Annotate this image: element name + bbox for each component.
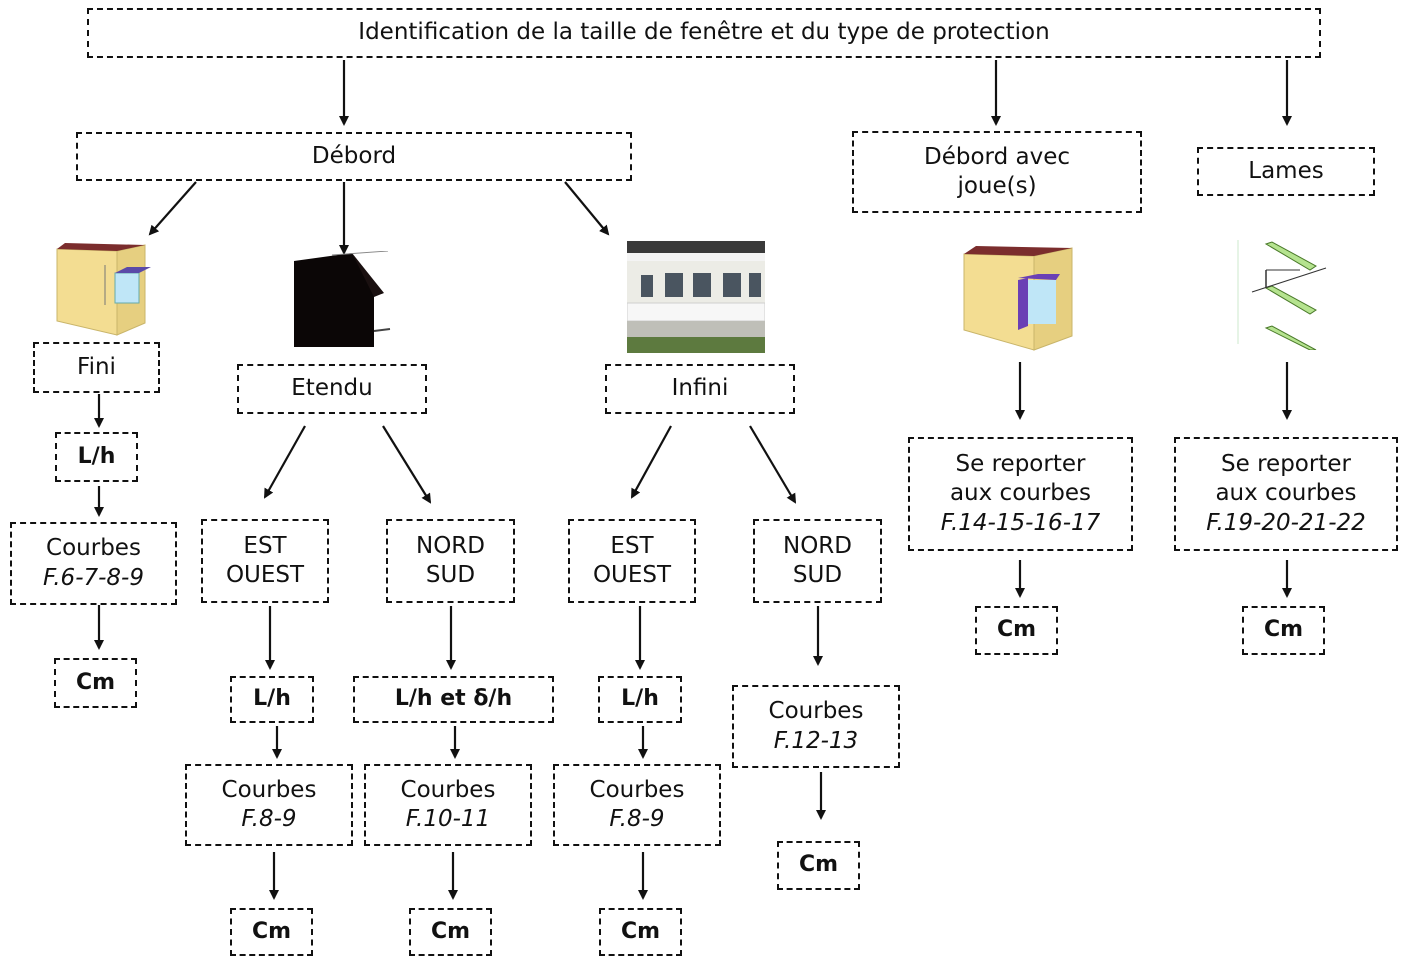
fini-courbes-label: Courbes bbox=[46, 535, 141, 562]
infini-nord-sud-result: Cm bbox=[798, 852, 839, 878]
etendu-est-ouest-courbes-ref: F.8-9 bbox=[241, 806, 297, 832]
fini-param: L/h bbox=[77, 443, 116, 469]
fini-overhang-illustration bbox=[56, 243, 151, 336]
lames-illustration bbox=[1237, 240, 1327, 350]
etendu-nord-sud-courbes-box: Courbes F.10-11 bbox=[364, 764, 532, 846]
fini-param-box: L/h bbox=[55, 432, 138, 482]
lames-box: Lames bbox=[1197, 147, 1375, 196]
lames-reporter-line1: Se reporter bbox=[1221, 450, 1351, 477]
fini-label: Fini bbox=[77, 353, 116, 380]
infini-est-ouest-box: EST OUEST bbox=[568, 519, 696, 603]
infini-nord-sud-result-box: Cm bbox=[777, 841, 860, 890]
infini-label: Infini bbox=[671, 375, 729, 402]
infini-est-ouest-param: L/h bbox=[621, 686, 659, 712]
etendu-label: Etendu bbox=[291, 375, 373, 402]
debord-joue-label-line1: Débord avec bbox=[924, 143, 1070, 170]
etendu-nord-sud-result-box: Cm bbox=[409, 908, 492, 956]
infini-est-ouest-courbes-ref: F.8-9 bbox=[609, 806, 665, 832]
infini-nord-sud-courbes-label: Courbes bbox=[768, 698, 864, 725]
infini-nord-label: NORD bbox=[783, 532, 852, 559]
lames-reporter-box: Se reporter aux courbes F.19-20-21-22 bbox=[1174, 437, 1398, 551]
etendu-est-ouest-courbes-label: Courbes bbox=[221, 776, 317, 803]
debord-joue-label-line2: joue(s) bbox=[957, 173, 1037, 199]
joue-reporter-line1: Se reporter bbox=[955, 450, 1086, 477]
etendu-est-label: EST bbox=[243, 532, 287, 559]
joue-result-box: Cm bbox=[975, 606, 1058, 655]
fini-result-box: Cm bbox=[54, 658, 137, 708]
lames-result: Cm bbox=[1263, 617, 1304, 643]
infini-est-ouest-param-box: L/h bbox=[598, 676, 682, 723]
etendu-nord-sud-courbes-ref: F.10-11 bbox=[405, 806, 491, 832]
etendu-nord-sud-courbes-label: Courbes bbox=[400, 776, 496, 803]
infini-est-ouest-courbes-label: Courbes bbox=[589, 776, 685, 803]
infini-ouest-label: OUEST bbox=[592, 562, 672, 588]
title-box: Identification de la taille de fenêtre e… bbox=[87, 8, 1321, 58]
joue-reporter-box: Se reporter aux courbes F.14-15-16-17 bbox=[908, 437, 1133, 551]
etendu-est-ouest-param-box: L/h bbox=[230, 676, 314, 723]
fini-result: Cm bbox=[75, 669, 116, 695]
etendu-est-ouest-result-box: Cm bbox=[230, 908, 313, 956]
etendu-nord-sud-result: Cm bbox=[430, 918, 471, 944]
etendu-est-ouest-box: EST OUEST bbox=[201, 519, 329, 603]
etendu-nord-sud-param-box: L/h et δ/h bbox=[353, 676, 554, 723]
infini-est-label: EST bbox=[610, 532, 654, 559]
lames-reporter-line2: aux courbes bbox=[1215, 480, 1357, 507]
debord-joue-box: Débord avec joue(s) bbox=[852, 131, 1142, 213]
infini-box: Infini bbox=[605, 364, 795, 414]
etendu-sud-label: SUD bbox=[425, 562, 476, 588]
joue-result: Cm bbox=[996, 617, 1037, 643]
etendu-overhang-illustration bbox=[294, 251, 391, 347]
joue-reporter-ref: F.14-15-16-17 bbox=[940, 509, 1101, 536]
infini-est-ouest-result-box: Cm bbox=[599, 908, 682, 956]
infini-est-ouest-result: Cm bbox=[620, 918, 661, 944]
etendu-nord-label: NORD bbox=[416, 532, 485, 559]
lames-reporter-ref: F.19-20-21-22 bbox=[1206, 509, 1366, 536]
title-text: Identification de la taille de fenêtre e… bbox=[358, 19, 1050, 46]
fini-courbes-box: Courbes F.6-7-8-9 bbox=[10, 522, 177, 605]
infini-nord-sud-courbes-ref: F.12-13 bbox=[773, 727, 859, 754]
infini-est-ouest-courbes-box: Courbes F.8-9 bbox=[553, 764, 721, 846]
etendu-est-ouest-courbes-box: Courbes F.8-9 bbox=[185, 764, 353, 846]
debord-box: Débord bbox=[76, 132, 632, 181]
debord-label: Débord bbox=[311, 142, 397, 169]
etendu-ouest-label: OUEST bbox=[225, 562, 305, 588]
fini-courbes-ref: F.6-7-8-9 bbox=[42, 564, 144, 591]
fini-box: Fini bbox=[33, 342, 160, 393]
etendu-nord-sud-param: L/h et δ/h bbox=[394, 686, 513, 712]
joue-reporter-line2: aux courbes bbox=[949, 480, 1092, 507]
lames-label: Lames bbox=[1248, 157, 1324, 184]
etendu-est-ouest-param: L/h bbox=[253, 686, 291, 712]
etendu-box: Etendu bbox=[237, 364, 427, 414]
etendu-nord-sud-box: NORD SUD bbox=[386, 519, 515, 603]
infini-building-photo bbox=[627, 241, 765, 353]
debord-joue-illustration bbox=[963, 246, 1073, 351]
infini-sud-label: SUD bbox=[792, 562, 843, 588]
lames-result-box: Cm bbox=[1242, 606, 1325, 655]
etendu-est-ouest-result: Cm bbox=[251, 918, 292, 944]
infini-nord-sud-box: NORD SUD bbox=[753, 519, 882, 603]
infini-nord-sud-courbes-box: Courbes F.12-13 bbox=[732, 685, 900, 768]
